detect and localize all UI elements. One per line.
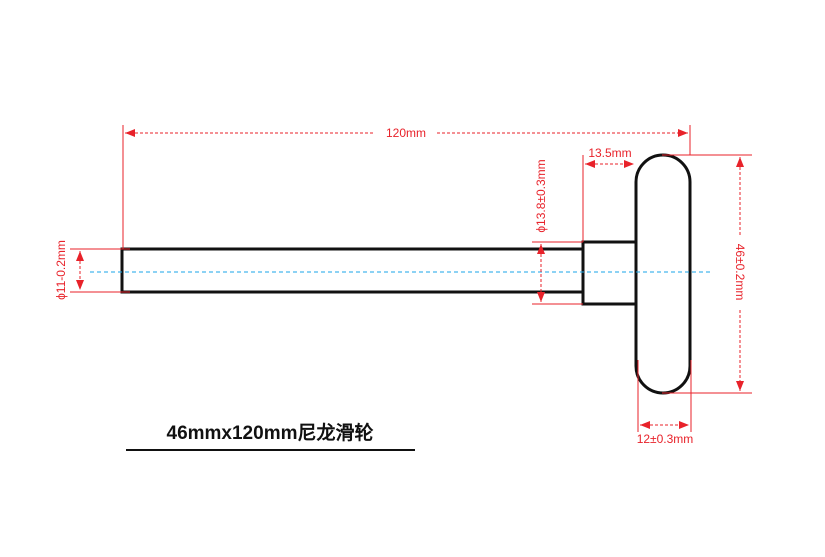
dimension-length [122,125,691,249]
shaft [120,247,585,294]
label-shaft-diameter: ϕ11-0.2mm [54,240,68,300]
label-wheel-diameter: 46±0.2mm [733,244,747,301]
part-outline [120,153,692,395]
dimension-wheel-diameter [662,154,752,394]
dimension-shaft-diameter [70,248,130,293]
drawing-title: 46mmx120mm尼龙滑轮 [167,421,374,444]
label-wheel-width: 12±0.3mm [637,432,694,446]
label-hub-length: 13.5mm [588,146,631,160]
dimension-hub-diameter [532,241,583,305]
dimension-hub-length [582,155,634,242]
hub [581,240,638,306]
label-hub-diameter: ϕ13.8±0.3mm [534,159,548,232]
wheel [634,153,692,395]
dimension-wheel-width [637,360,692,432]
label-length: 120mm [386,126,426,140]
